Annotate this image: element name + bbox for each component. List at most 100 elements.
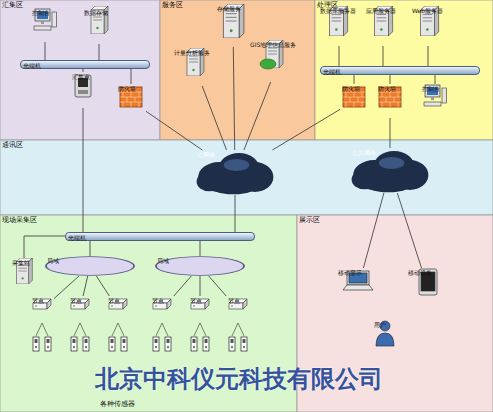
zone-title: 汇集区 [2,2,23,10]
network-link [397,193,421,268]
network-bus: 光端机 [320,66,480,75]
network-link [390,118,391,148]
network-link [99,44,100,60]
zone-title: 现场采集区 [2,217,37,225]
lan-ellipse: 局域 [45,256,135,276]
device-node: 移动显示 [336,268,380,308]
network-link [24,236,65,258]
node-label: 局域 [157,258,169,265]
network-link [83,69,84,72]
watermark: 北京中科仪元科技有限公司 [95,366,383,392]
network-bus: 光端机 [65,232,255,241]
node-label: 节点 [152,298,164,305]
network-link [131,69,132,84]
zone-band: 服务区存储服务计量分析服务 GIS地理信息服务 [160,0,315,140]
device-node: 移动设备 [406,268,450,308]
node-label: GIS地理信息服务 [250,42,296,49]
zone-title: 服务区 [162,2,183,10]
network-link [383,46,384,66]
node-label: 防火墙 [118,86,136,93]
node-label: 局域 [47,258,59,265]
node-label: 移动设备 [408,270,432,277]
network-cloud: 公网络 [195,150,275,195]
network-link [235,195,236,232]
zone-band: 通讯区公网络 公共网络 [0,140,493,215]
network-link [354,75,355,84]
node-label: 防火墙 [342,86,360,93]
device-node: 控制台 [30,8,60,42]
network-link [200,276,201,296]
node-label: 节点 [228,298,240,305]
node-label: 用户 [374,322,386,329]
device-node: Web服务器 [410,6,448,46]
network-link [244,82,271,150]
device-node: 节点 [68,296,92,323]
node-label: 采集站 [12,260,30,267]
network-link [96,276,109,296]
node-label: 计量分析服务 [174,50,210,57]
device-node: 节点 [30,296,54,323]
network-link [174,276,192,296]
node-label: 控制台 [32,10,50,17]
node-label: 存储服务 [217,6,241,13]
network-cloud: 公共网络 [350,148,430,193]
node-label: 数据库服务器 [320,8,356,15]
node-label: 数据存储 [84,10,108,17]
device-node: 节点 [106,296,130,323]
node-label: 节点 [108,298,120,305]
network-link [428,46,429,66]
device-node: GIS地理信息服务 [248,40,310,82]
device-node: 节点 [150,296,174,323]
network-link [90,241,91,256]
node-label: 节点 [70,298,82,305]
zone-title: 展示区 [299,217,320,225]
network-bus: 光端机 [20,60,150,69]
device-node: 汇集点 [70,72,96,108]
device-node: 采集站 [10,258,38,294]
node-label: 节点 [32,298,44,305]
node-label: 移动显示 [338,270,362,277]
device-node: 节点 [226,296,250,323]
device-node: 节点 [188,296,212,323]
device-node: 存储服务 [215,4,251,47]
lan-ellipse: 局域 [155,256,245,276]
network-link [200,241,201,256]
device-node: 计量分析服务 [172,48,218,86]
network-link [390,75,391,84]
network-link [363,193,384,268]
network-link [272,109,340,150]
node-label: 光端机 [68,235,86,242]
device-node: 数据存储 [82,8,116,44]
zone-title: 通讯区 [2,142,23,150]
network-link [83,108,84,232]
sensor-caption: 各种传感器 [100,401,135,409]
node-label: 光端机 [323,69,341,76]
node-label: 公共网络 [352,150,376,157]
node-label: 控制台 [422,86,440,93]
network-link [339,46,340,66]
zone-band: 汇集区控制台 数据存储光端机汇集点防火墙 [0,0,160,140]
network-link [435,75,436,84]
device-node: 防火墙 [340,84,368,118]
network-link [233,47,234,150]
device-node: 防火墙 [116,84,146,118]
network-link [202,86,226,150]
device-node: 用户 [372,320,398,358]
device-node: 控制台 [420,84,450,118]
device-node: 数据库服务器 [318,6,358,46]
node-label: 公网络 [197,152,215,159]
device-node: 防火墙 [376,84,404,118]
node-label: 汇集点 [72,74,90,81]
network-link [45,42,46,60]
node-label: 应用服务器 [366,8,396,15]
network-link [54,276,79,299]
node-label: 节点 [190,298,202,305]
network-link [146,111,202,150]
network-link [209,276,227,296]
zone-band: 处理区数据库服务器应用服务器Web服务器光端机防火墙防火墙控制台 [315,0,493,140]
node-label: 防火墙 [378,86,396,93]
node-label: 光端机 [23,63,41,70]
device-node: 应用服务器 [364,6,402,46]
node-label: Web服务器 [412,8,443,15]
network-link [83,276,88,296]
